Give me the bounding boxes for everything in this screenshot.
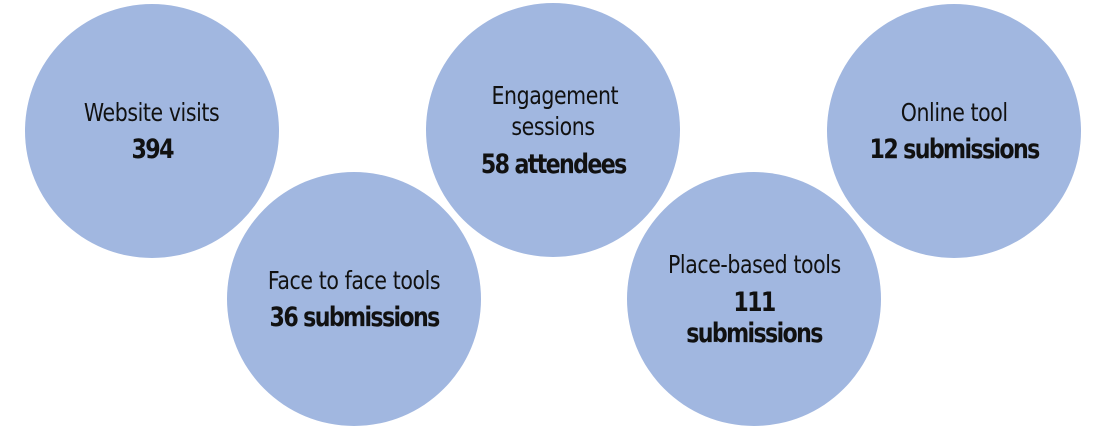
- stat-circle-online-tool: Online tool 12 submissions: [827, 4, 1081, 258]
- stat-label: Face to face tools: [267, 265, 441, 295]
- stat-value: 12 submissions: [869, 134, 1040, 166]
- stat-label: Online tool: [900, 97, 1008, 127]
- stat-value: 36 submissions: [269, 302, 440, 334]
- stat-circle-place-based-tools: Place-based tools 111 submissions: [627, 172, 881, 426]
- stat-value: 58 attendees: [480, 148, 627, 180]
- stat-label: Place-based tools: [667, 250, 841, 280]
- stat-circle-website-visits: Website visits 394: [25, 4, 279, 258]
- stat-value: 394: [131, 134, 174, 166]
- stat-circle-face-to-face-tools: Face to face tools 36 submissions: [227, 172, 481, 426]
- stat-label: Engagement sessions: [491, 81, 619, 142]
- stat-circle-engagement-sessions: Engagement sessions 58 attendees: [426, 3, 680, 257]
- stat-label: Website visits: [84, 97, 220, 127]
- stat-value: 111 submissions: [686, 286, 823, 349]
